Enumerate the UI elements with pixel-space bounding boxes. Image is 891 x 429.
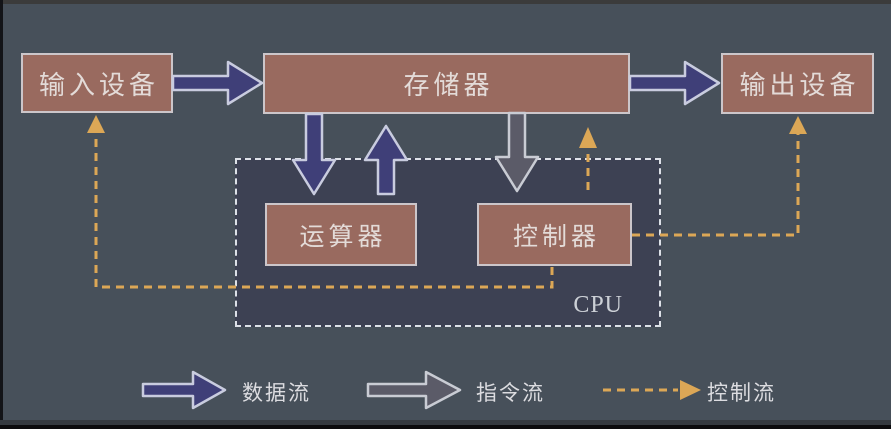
top-edge-strip <box>0 0 891 4</box>
alu-label: 运算器 <box>299 223 387 251</box>
bottom-edge-strip <box>0 420 891 425</box>
legend-label-data-flow: 数据流 <box>242 381 311 405</box>
data-flow-arrow-input-to-memory-icon <box>171 60 264 106</box>
cpu-label: CPU <box>573 292 623 318</box>
alu-box: 运算器 <box>265 203 417 266</box>
memory-label: 存储器 <box>403 71 494 100</box>
legend-data-flow-arrow-icon <box>141 370 227 410</box>
memory-box: 存储器 <box>263 53 630 114</box>
input-device-box: 输入设备 <box>21 53 173 113</box>
left-edge-strip <box>0 0 3 429</box>
legend-label-control-flow: 控制流 <box>707 381 776 405</box>
data-flow-arrow-memory-to-output-icon <box>628 60 721 106</box>
legend-instruction-flow-arrow-icon <box>366 370 462 410</box>
legend-label-instruction-flow: 指令流 <box>476 381 545 405</box>
legend-control-flow-arrow-icon <box>603 380 701 400</box>
output-device-label: 输出设备 <box>739 71 860 100</box>
control-unit-box: 控制器 <box>477 203 632 266</box>
control-unit-label: 控制器 <box>512 223 600 251</box>
input-device-label: 输入设备 <box>38 70 159 100</box>
output-device-box: 输出设备 <box>721 53 874 114</box>
bottom-edge-black-strip <box>0 425 891 429</box>
